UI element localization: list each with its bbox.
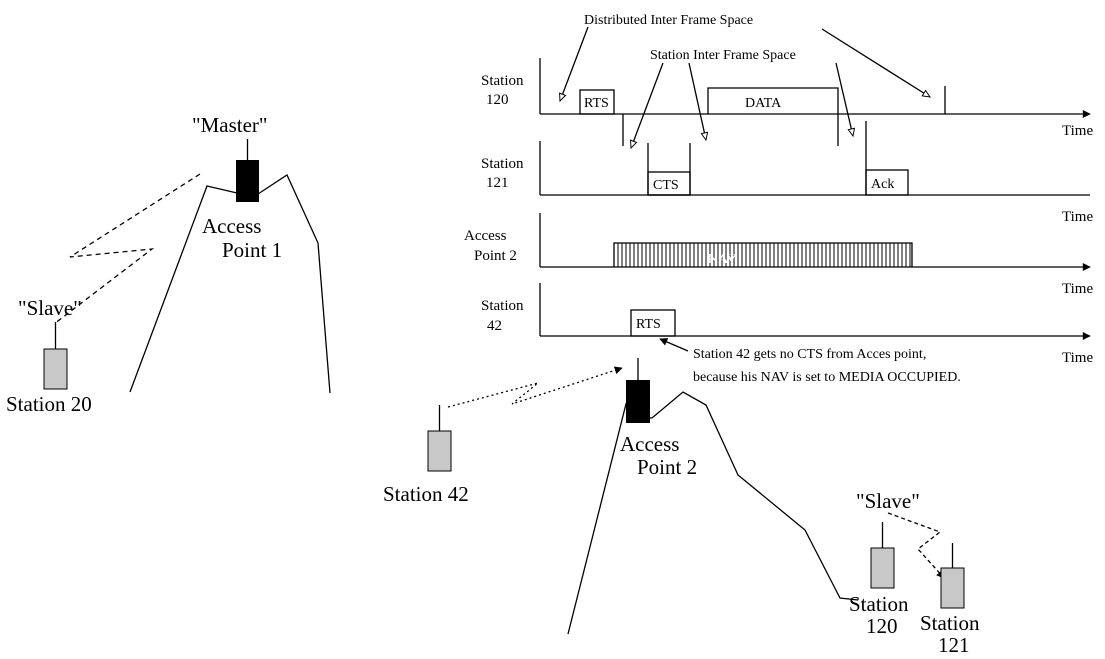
difs-label: Distributed Inter Frame Space — [584, 13, 753, 28]
row-label-ap2-line1: Access — [464, 228, 507, 244]
frame-data-label: DATA — [745, 96, 782, 111]
station-121-label-line2: 121 — [938, 633, 970, 657]
station-121-label-line1: Station — [920, 611, 980, 635]
row-label-station120-line2: 120 — [486, 92, 509, 108]
row-label-station120-line1: Station — [481, 73, 524, 89]
time-label-4: Time — [1062, 350, 1093, 366]
row-label-station121-line1: Station — [481, 156, 524, 172]
station-20-label: Station 20 — [6, 392, 92, 416]
coverage-boundary-ap2 — [568, 392, 858, 634]
time-label-2: Time — [1062, 209, 1093, 225]
access-point-1-icon — [236, 160, 259, 202]
note-line2: because his NAV is set to MEDIA OCCUPIED… — [693, 370, 961, 385]
frame-rts-station42-label: RTS — [636, 317, 661, 332]
sifs-label: Station Inter Frame Space — [650, 48, 796, 63]
left-cell: "Master" Access Point 1 "Slave" Station … — [6, 113, 330, 416]
access-point-1-label-line1: Access — [202, 214, 261, 238]
nav-block — [614, 243, 912, 267]
access-point-2-icon — [626, 380, 650, 423]
radio-link-station42-ap2 — [448, 368, 622, 407]
row-label-station121-line2: 121 — [486, 175, 509, 191]
difs-pointer-2 — [822, 29, 930, 97]
right-cell: Access Point 2 Station 42 "Slave" Statio… — [383, 358, 980, 657]
sifs-pointer-2 — [689, 63, 706, 140]
access-point-1-label-line2: Point 1 — [222, 238, 282, 262]
timing-diagram: Station 120 Station 121 Access Point 2 S… — [464, 13, 1093, 385]
master-label: "Master" — [192, 113, 267, 137]
access-point-2-label-line1: Access — [620, 432, 679, 456]
slave-label-left: "Slave" — [18, 296, 82, 320]
sifs-pointer-1 — [631, 63, 663, 148]
frame-cts-label: CTS — [653, 178, 679, 193]
station-42-label: Station 42 — [383, 482, 469, 506]
station-120-label-line1: Station — [849, 592, 909, 616]
station-20-icon — [44, 349, 67, 389]
nav-block-outline — [614, 243, 912, 267]
station-42-icon — [428, 431, 451, 471]
station-121-icon — [941, 568, 964, 608]
note-line1: Station 42 gets no CTS from Acces point, — [693, 347, 926, 362]
slave-label-right: "Slave" — [856, 489, 920, 513]
row-label-station42-line2: 42 — [487, 318, 502, 334]
radio-link-station120-station121 — [888, 513, 944, 578]
coverage-boundary-ap1 — [130, 175, 330, 393]
frame-ack-label: Ack — [871, 177, 894, 192]
nav-label: NAV — [708, 252, 737, 267]
time-label-3: Time — [1062, 281, 1093, 297]
row-label-station42-line1: Station — [481, 298, 524, 314]
note-pointer — [660, 339, 688, 351]
station-120-label-line2: 120 — [866, 614, 898, 638]
row-label-ap2-line2: Point 2 — [474, 248, 517, 264]
frame-rts-label: RTS — [584, 96, 609, 111]
access-point-2-label-line2: Point 2 — [637, 455, 697, 479]
station-120-icon — [871, 548, 894, 588]
time-label-1: Time — [1062, 123, 1093, 139]
